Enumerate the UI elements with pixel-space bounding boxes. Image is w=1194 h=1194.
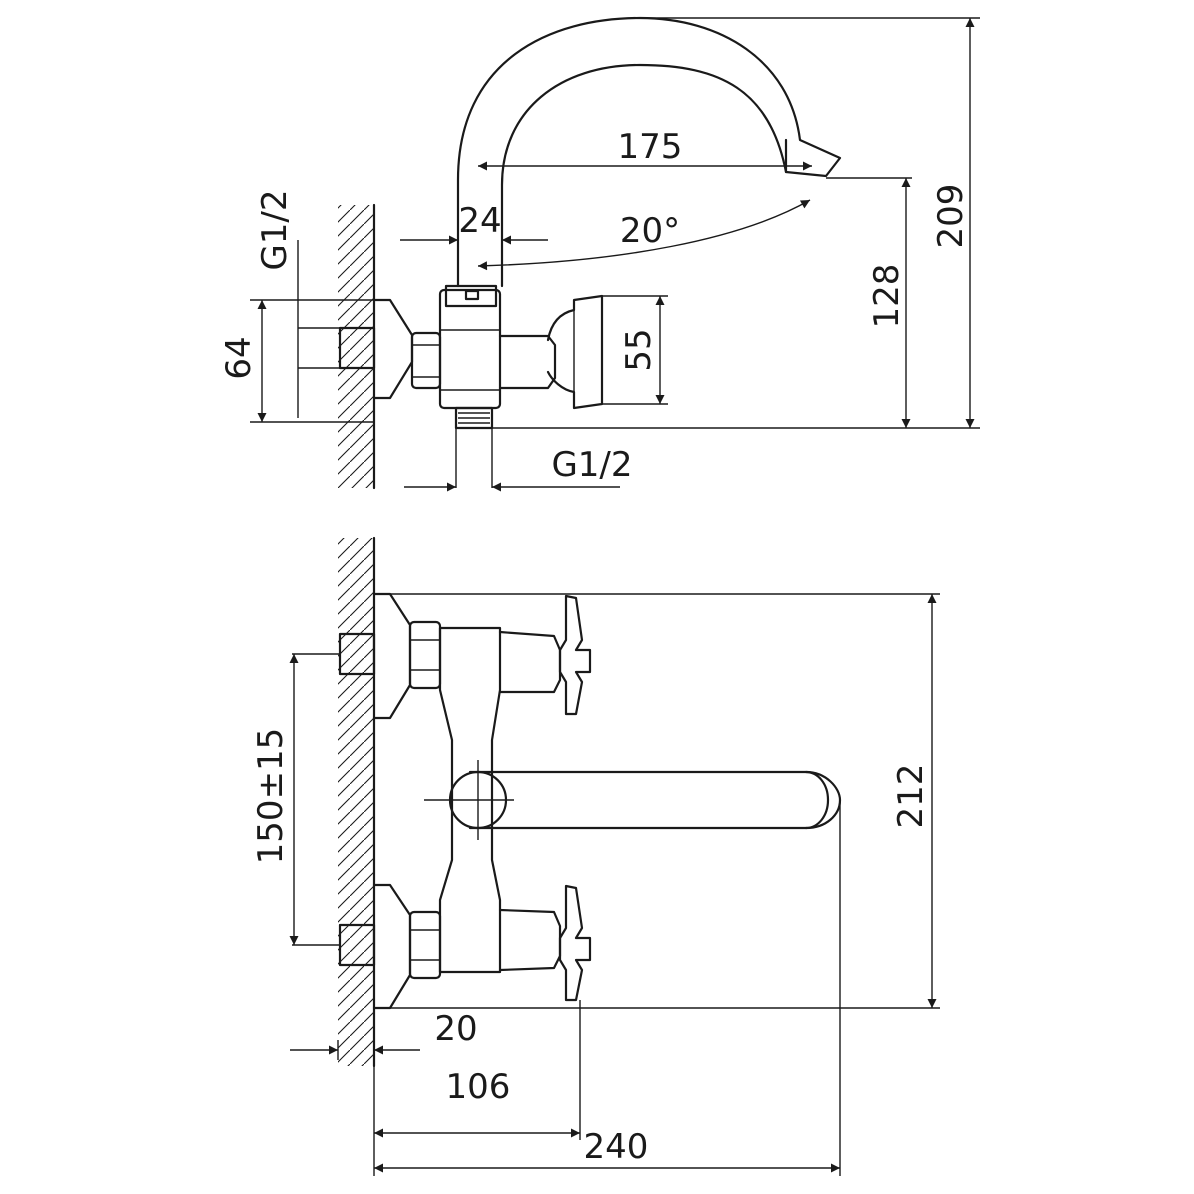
valve-lower [498, 908, 562, 972]
wall-inlet-pipe [338, 326, 376, 370]
dim-240: 240 [584, 1127, 649, 1167]
side-view-dimensions: 175 24 20° G1/2 64 55 G1/2 128 [219, 17, 980, 492]
cross-handle-upper [558, 594, 592, 716]
valve-upper [498, 630, 562, 694]
side-view [338, 16, 842, 490]
dim-20-degree: 20° [620, 211, 680, 251]
dim-175: 175 [618, 127, 683, 167]
thread-g1-2-bottom: G1/2 [551, 445, 632, 485]
bottom-thread [454, 406, 494, 430]
eccentric-flange [372, 298, 414, 400]
cross-handle-lower [558, 884, 592, 1002]
valve-handle-side [546, 294, 604, 410]
thread-g1-2-left: G1/2 [255, 189, 295, 270]
dim-55: 55 [619, 328, 659, 371]
dim-209: 209 [931, 184, 971, 249]
spout-front [468, 770, 842, 830]
front-view [338, 536, 842, 1068]
dim-64: 64 [219, 336, 259, 379]
dim-212: 212 [891, 764, 931, 829]
spout-collar [444, 284, 498, 308]
dim-24: 24 [458, 201, 501, 241]
hex-nut-upper [408, 620, 442, 690]
wall-hatch-bottom [338, 538, 374, 1066]
dim-128: 128 [867, 264, 907, 329]
dim-20: 20 [434, 1009, 477, 1049]
mixer-body-front [438, 626, 502, 974]
dim-106: 106 [446, 1067, 511, 1107]
dim-150-pm-15: 150±15 [251, 728, 291, 865]
wall-hatch-top [338, 205, 374, 488]
hex-nut-lower [408, 910, 442, 980]
hex-nut [410, 331, 442, 390]
front-view-dimensions: 150±15 212 20 106 240 [251, 593, 940, 1176]
valve-stem [498, 334, 557, 390]
